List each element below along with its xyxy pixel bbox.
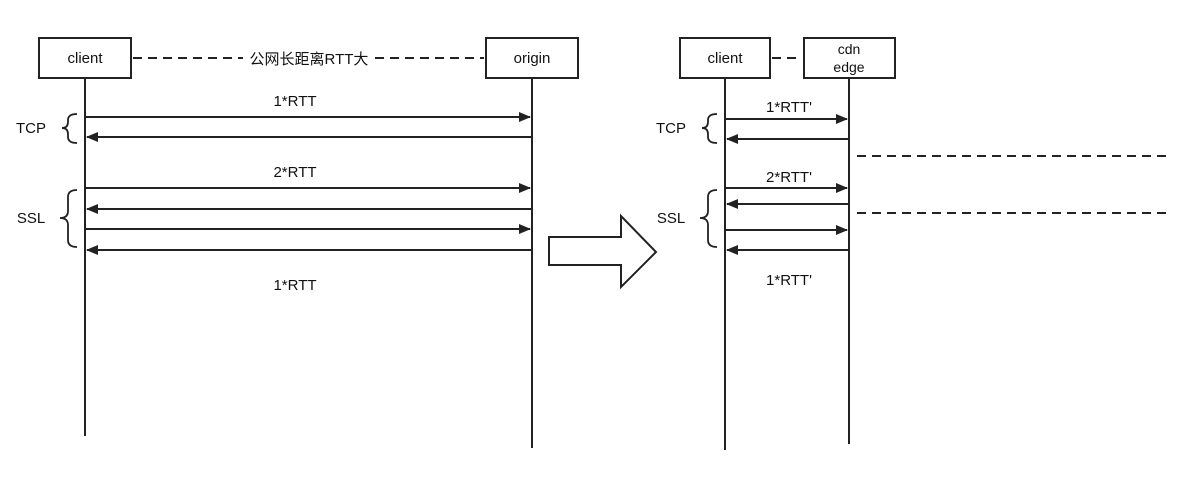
left-origin-label: origin	[514, 50, 551, 67]
left-rtt-ssl-label: 2*RTT	[273, 164, 316, 181]
left-client-label: client	[67, 50, 103, 67]
right-tcp-brace	[701, 113, 718, 144]
right-edge-box: cdn edge	[803, 37, 896, 79]
left-diagram: client origin 公网长距离RTT大 1*RTT 2*RTT 1*RT…	[16, 37, 579, 448]
left-origin-box: origin	[485, 37, 579, 79]
right-ssl-brace	[699, 189, 718, 248]
left-link-label: 公网长距离RTT大	[250, 51, 369, 68]
right-edge-label-line1: cdn	[838, 41, 861, 57]
left-client-box: client	[38, 37, 132, 79]
right-diagram: client cdn edge 1*RTT' 2*RTT' 1*RTT' TCP…	[656, 37, 1170, 450]
right-rtt-tcp-label: 1*RTT'	[766, 99, 812, 116]
right-client-box: client	[679, 37, 771, 79]
right-ssl-label: SSL	[657, 210, 685, 227]
right-rtt-data-label: 1*RTT'	[766, 272, 812, 289]
left-rtt-data-label: 1*RTT	[273, 277, 316, 294]
left-ssl-brace	[59, 189, 78, 248]
left-rtt-tcp-label: 1*RTT	[273, 93, 316, 110]
left-tcp-brace	[61, 113, 78, 144]
right-rtt-ssl-label: 2*RTT'	[766, 169, 812, 186]
left-tcp-label: TCP	[16, 120, 46, 137]
right-tcp-label: TCP	[656, 120, 686, 137]
right-edge-label-line2: edge	[833, 59, 864, 75]
right-client-label: client	[707, 50, 743, 67]
left-ssl-label: SSL	[17, 210, 45, 227]
right-arrow-icon	[548, 213, 658, 290]
